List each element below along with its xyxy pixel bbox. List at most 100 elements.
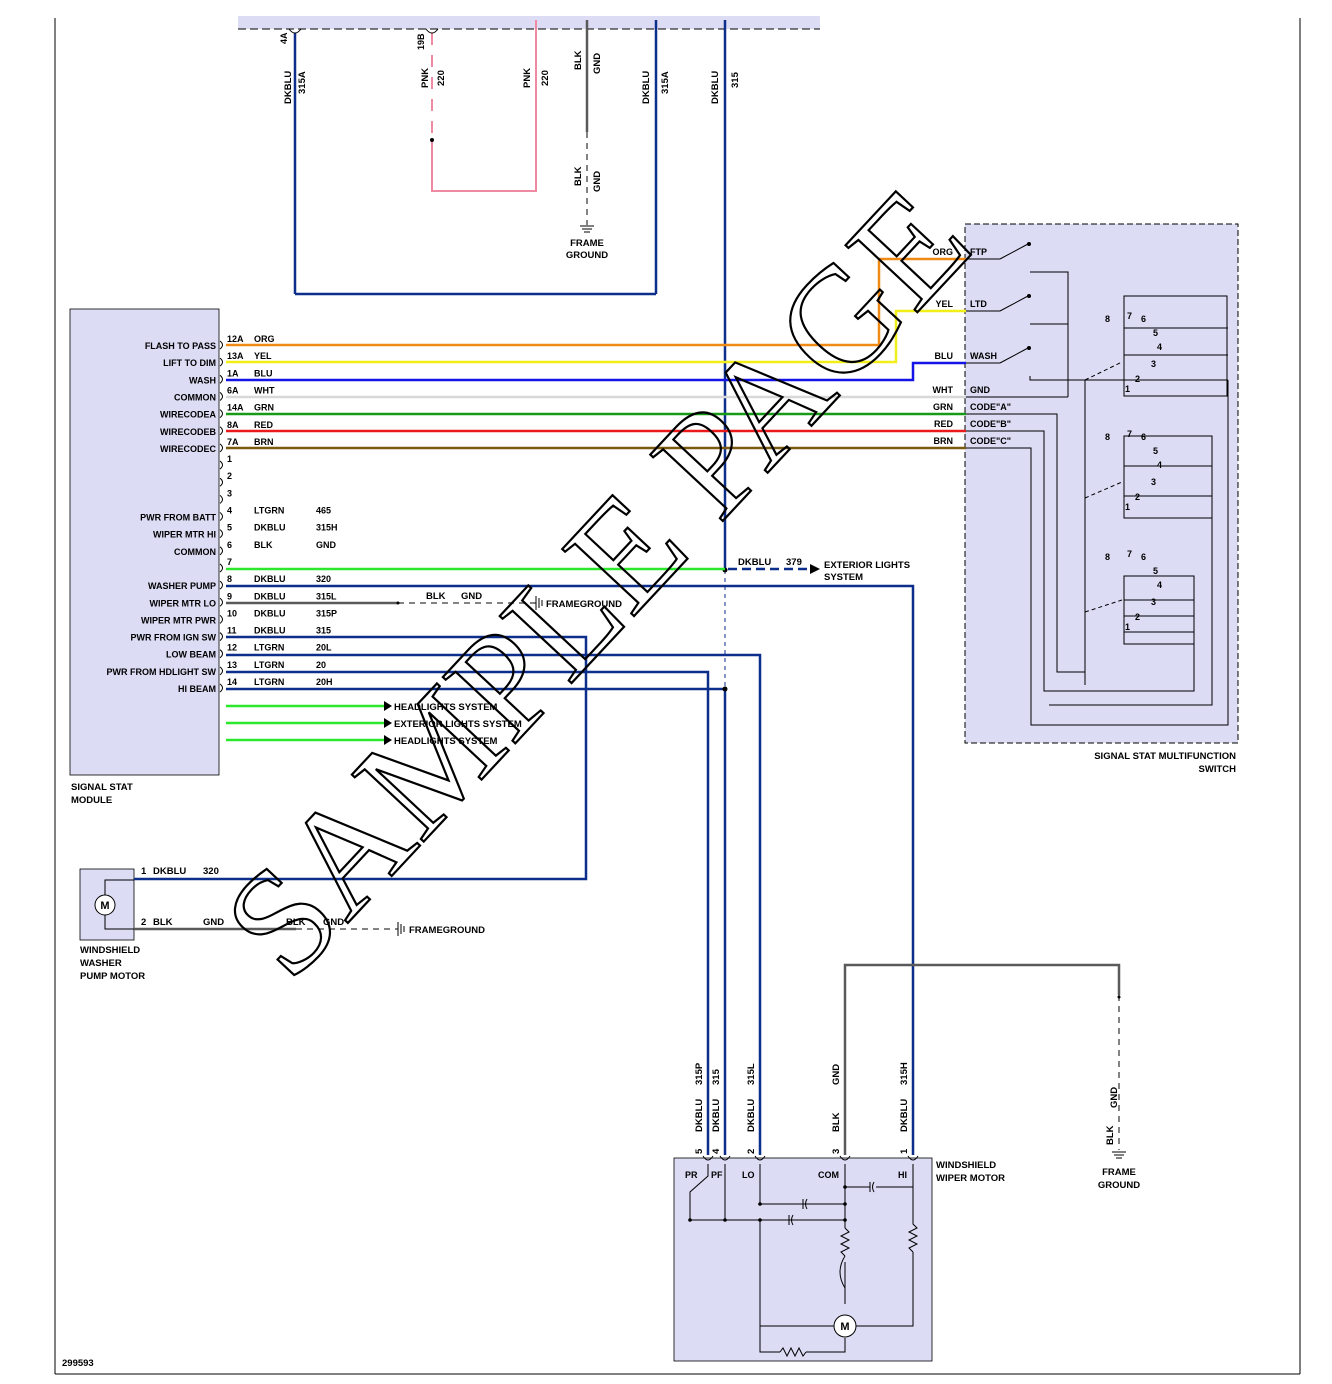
top-wire-labels: DKBLU 315A PNK 220 PNK 220 BLK GND DKBLU…	[283, 50, 741, 192]
wiper-gnd-dot	[1117, 995, 1121, 999]
switch-contact-number: 1	[1125, 502, 1130, 512]
pump-ground-label: FRAMEGROUND	[409, 925, 485, 936]
module-circuit: 315L	[316, 591, 337, 601]
wiper-pin-circuit: 315	[711, 1068, 722, 1085]
module-pin-mark	[219, 357, 223, 367]
switch-contact-number: 5	[1153, 328, 1158, 338]
switch-internals	[965, 242, 1229, 726]
module-pin-mark	[219, 649, 223, 659]
wiper-ground-icon	[1112, 1151, 1126, 1159]
switch-terminal-label: GND	[970, 385, 991, 395]
wiper-pin-number: 3	[831, 1149, 842, 1154]
module-wire-color: BRN	[254, 437, 274, 447]
module-pin: 14A	[227, 403, 244, 413]
wiper-gnd-circuit: GND	[1109, 1087, 1120, 1108]
switch-contact-number: 4	[1157, 342, 1162, 352]
wire-320-pump	[134, 635, 588, 881]
module-pin-mark	[219, 632, 223, 641]
module-label: HI BEAM	[178, 684, 216, 694]
module-wire-color: DKBLU	[254, 608, 286, 618]
sample-page-watermark: SAMPLE PAGE	[193, 158, 1001, 1008]
wiper-pin-mark	[754, 1155, 766, 1161]
switch-contact-number: 5	[1153, 446, 1158, 456]
wiper-pin-wire: DKBLU	[746, 1099, 757, 1132]
module-label: PWR FROM IGN SW	[131, 633, 217, 643]
module-pin-mark	[219, 512, 223, 521]
pump-caption-2: WASHER	[80, 958, 122, 969]
pump-caption-3: PUMP MOTOR	[80, 971, 145, 982]
switch-wire-color: ORG	[932, 247, 953, 257]
module-pin: 11	[227, 626, 237, 636]
switch-contact-number: 4	[1157, 580, 1162, 590]
module-wire-color: LTGRN	[254, 677, 284, 687]
common-ground-icon	[535, 596, 543, 610]
switch-contact-number: 6	[1141, 314, 1146, 324]
label-gnd-2: GND	[592, 171, 603, 192]
module-circuit: 465	[316, 506, 331, 516]
label-blk-2: BLK	[573, 166, 584, 186]
label-315a: 315A	[297, 71, 308, 94]
pump-cont-circuit: GND	[323, 917, 344, 928]
module-circuit: 20H	[316, 677, 333, 687]
module-wire-color: RED	[254, 420, 274, 430]
module-pin-mark	[219, 477, 223, 487]
pump-cont-wire: BLK	[286, 917, 306, 928]
module-wire-color: GRN	[254, 403, 274, 413]
switch-contact-number: 4	[1157, 460, 1162, 470]
wiper-pin-number: 4	[711, 1148, 722, 1154]
wiper-motor-symbol: M	[840, 1321, 849, 1333]
module-wire-color: WHT	[254, 385, 275, 395]
wiper-pin-number: 2	[746, 1149, 757, 1154]
module-wire-color: DKBLU	[254, 574, 286, 584]
pump-ground-icon	[397, 922, 405, 936]
switch-contact-number: 2	[1135, 374, 1140, 384]
module-pin-mark	[219, 392, 223, 401]
module-pin-mark	[219, 409, 223, 418]
module-label: PWR FROM BATT	[140, 513, 216, 523]
wiper-pin-wire: DKBLU	[899, 1099, 910, 1132]
switch-terminal-label: CODE"A"	[970, 402, 1011, 412]
module-pin: 1	[227, 454, 232, 464]
switch-contact-number: 1	[1125, 384, 1130, 394]
module-pin: 12A	[227, 334, 244, 344]
pump-caption-1: WINDSHIELD	[80, 945, 140, 956]
wiper-terminal: HI	[898, 1170, 907, 1180]
module-pin-mark	[219, 683, 223, 693]
hdlight-dest: EXTERIOR LIGHTS SYSTEM	[394, 719, 522, 730]
wiper-pin-circuit: GND	[831, 1064, 842, 1085]
wiper-pin-wire: DKBLU	[694, 1099, 705, 1132]
module-pin: 14	[227, 677, 237, 687]
ltgrn-wires	[226, 567, 725, 742]
module-label: FLASH TO PASS	[145, 341, 216, 351]
common-ground-label: FRAMEGROUND	[546, 599, 622, 610]
module-wire-color: DKBLU	[254, 591, 286, 601]
module-label: WASH	[189, 375, 216, 385]
label-dkblu-2: DKBLU	[641, 71, 652, 104]
batt-dest-2: SYSTEM	[824, 572, 863, 583]
wiper-pin-number: 1	[899, 1148, 910, 1154]
pin-19b: 19B	[416, 33, 426, 50]
module-label: LIFT TO DIM	[163, 358, 216, 368]
switch-contact-number: 8	[1105, 432, 1110, 442]
wiper-ground-label-2: GROUND	[1098, 1180, 1140, 1191]
wiper-terminal: COM	[818, 1170, 839, 1180]
module-pin-mark	[219, 666, 223, 676]
module-pin-mark	[219, 426, 223, 436]
module-pin: 13	[227, 660, 237, 670]
multifunction-switch	[964, 223, 1239, 744]
wiper-pin-mark	[907, 1155, 919, 1161]
wiper-pin-circuit: 315P	[694, 1062, 705, 1085]
pump-pin2: 2	[141, 917, 146, 928]
switch-contact-number: 7	[1127, 311, 1132, 321]
pin-4a: 4A	[279, 32, 289, 44]
switch-terminal-label: CODE"C"	[970, 436, 1011, 446]
wiper-pin-mark	[702, 1155, 714, 1161]
switch-contact-number: 7	[1127, 429, 1132, 439]
switch-contact-number: 8	[1105, 552, 1110, 562]
wiper-junction-dots	[688, 1185, 847, 1222]
switch-terminal-label: WASH	[970, 351, 997, 361]
top-connector	[238, 16, 820, 30]
module-label: WIRECODEA	[160, 410, 217, 420]
wiper-pin-wire: BLK	[831, 1112, 842, 1132]
